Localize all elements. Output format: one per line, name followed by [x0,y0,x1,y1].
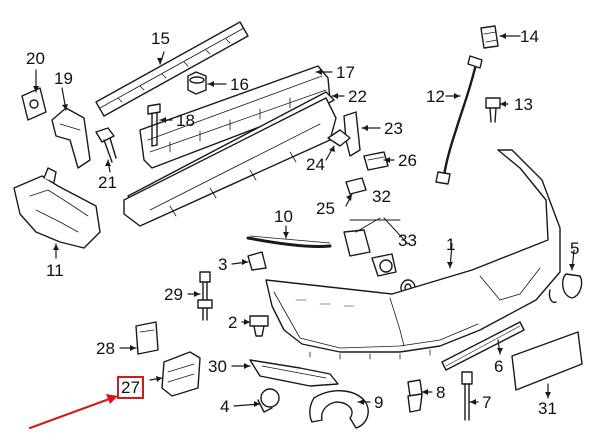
callout-16: 16 [230,75,249,94]
callout-33: 33 [398,231,417,250]
callout-27-highlighted: 27 [117,376,144,399]
red-pointer-arrow [28,394,118,430]
part-12-cable [435,55,483,185]
callout-19: 19 [54,69,73,88]
callout-12: 12 [426,87,445,106]
callout-1: 1 [446,235,456,254]
callout-14: 14 [520,27,539,46]
callout-17: 17 [336,63,355,82]
part-5-cap [548,273,583,304]
callout-26: 26 [398,151,417,170]
callout-10: 10 [274,207,293,226]
callout-2: 2 [228,313,238,332]
part-15-reinforcement-strip [95,21,249,117]
part-24-clip [327,129,351,147]
part-2-bolt [249,315,269,337]
part-23-bracket [343,111,361,157]
part-1-bumper-cover [265,149,561,360]
callout-24: 24 [306,155,325,174]
part-16-nut [187,71,207,95]
callout-31: 31 [538,399,557,418]
part-32-sensor [343,217,409,277]
part-29-pin [197,271,213,321]
callout-22: 22 [348,87,367,106]
part-4-plug [257,388,280,413]
part-10-trim [246,235,332,249]
part-13-screw [485,97,501,123]
part-30-reflector [249,359,339,387]
part-31-plate-panel [511,331,583,391]
part-3-clip [247,251,267,271]
part-25-clip [345,177,367,195]
part-26-bracket [363,151,389,171]
callout-23: 23 [384,119,403,138]
callout-9: 9 [374,393,384,412]
part-6-strip [441,321,525,371]
callout-11: 11 [46,261,64,280]
callout-15: 15 [151,29,170,48]
callout-4: 4 [220,397,230,416]
callout-13: 13 [514,95,533,114]
callout-8: 8 [436,383,446,402]
part-19-bracket [51,107,91,169]
callout-30: 30 [208,357,227,376]
part-20-plate [21,87,47,121]
callout-18: 18 [176,111,195,130]
part-7-pin [461,371,473,421]
callout-7: 7 [482,393,492,412]
callout-3: 3 [218,255,228,274]
part-14-clip [480,25,499,49]
part-9-loop [309,390,369,429]
callout-28: 28 [96,339,115,358]
part-11-side-support [13,167,101,249]
part-8-bolt [407,379,423,413]
part-28-cover [135,321,159,355]
callout-5: 5 [570,239,580,258]
callout-6: 6 [494,357,504,376]
leader-arrowheads [33,33,575,407]
callout-29: 29 [164,285,183,304]
part-21-bolt [95,127,117,163]
callout-20: 20 [26,49,45,68]
part-27-lamp [161,351,201,397]
part-lower-absorber [123,97,337,227]
part-18-bolt [147,103,161,147]
callout-21: 21 [98,173,117,192]
callout-25: 25 [316,199,335,218]
callout-32: 32 [372,187,391,206]
